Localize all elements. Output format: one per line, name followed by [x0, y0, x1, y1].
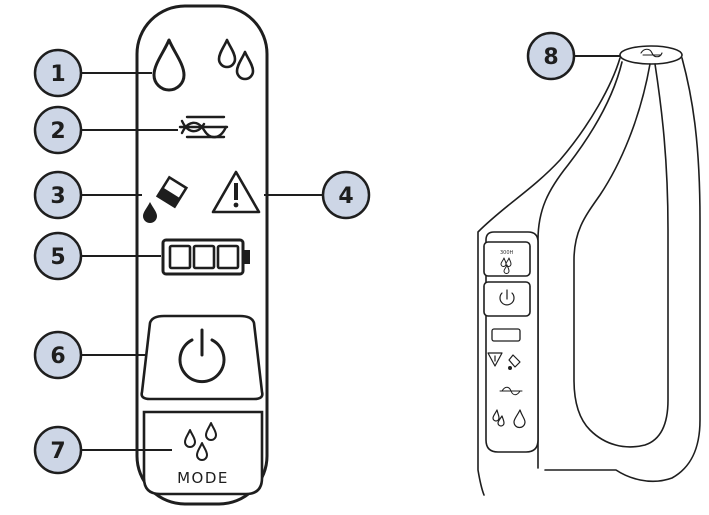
svg-text:7: 7	[50, 439, 65, 464]
water-drop-large-icon	[152, 38, 186, 92]
battery-bar	[216, 244, 240, 270]
battery-bar	[168, 244, 192, 270]
power-icon	[178, 328, 226, 384]
battery-bar	[192, 244, 216, 270]
svg-text:2: 2	[50, 119, 65, 144]
callout-7: 7	[33, 425, 83, 475]
mode-button[interactable]: MODE	[142, 410, 264, 496]
svg-text:8: 8	[543, 45, 558, 70]
device-handle: 300H	[477, 45, 701, 496]
device-water-drops-icon	[492, 409, 526, 429]
device-power-button[interactable]	[483, 281, 531, 317]
battery-indicator	[161, 238, 250, 276]
svg-text:4: 4	[338, 184, 353, 209]
callout-2: 2	[33, 105, 83, 155]
svg-text:1: 1	[50, 62, 65, 87]
callout-lines	[82, 55, 628, 451]
callout-1: 1	[33, 48, 83, 98]
water-drops-icon	[184, 422, 217, 461]
svg-text:300H: 300H	[500, 250, 514, 256]
callout-8: 8	[526, 31, 576, 81]
self-cleaning-icon	[178, 115, 229, 139]
water-drops-small-icon	[217, 38, 255, 81]
dirty-water-tank-icon	[143, 175, 189, 223]
device-self-cleaning-icon	[499, 386, 523, 396]
callout-5: 5	[33, 231, 83, 281]
warning-icon	[211, 170, 261, 214]
device-tank-icon	[508, 354, 521, 370]
svg-text:3: 3	[50, 184, 65, 209]
device-battery-icon	[491, 328, 521, 342]
callout-3: 3	[33, 170, 83, 220]
svg-text:6: 6	[50, 344, 65, 369]
callout-6: 6	[33, 330, 83, 380]
callout-4: 4	[321, 170, 371, 220]
handle-grip	[573, 63, 669, 448]
handle-top-cap	[619, 45, 683, 65]
device-mode-button[interactable]: 300H	[483, 241, 531, 277]
handle-outer-contour	[477, 57, 621, 496]
mode-label: MODE	[177, 469, 229, 487]
power-button[interactable]	[140, 314, 264, 401]
svg-text:5: 5	[50, 245, 65, 270]
device-warning-icon	[487, 352, 503, 367]
